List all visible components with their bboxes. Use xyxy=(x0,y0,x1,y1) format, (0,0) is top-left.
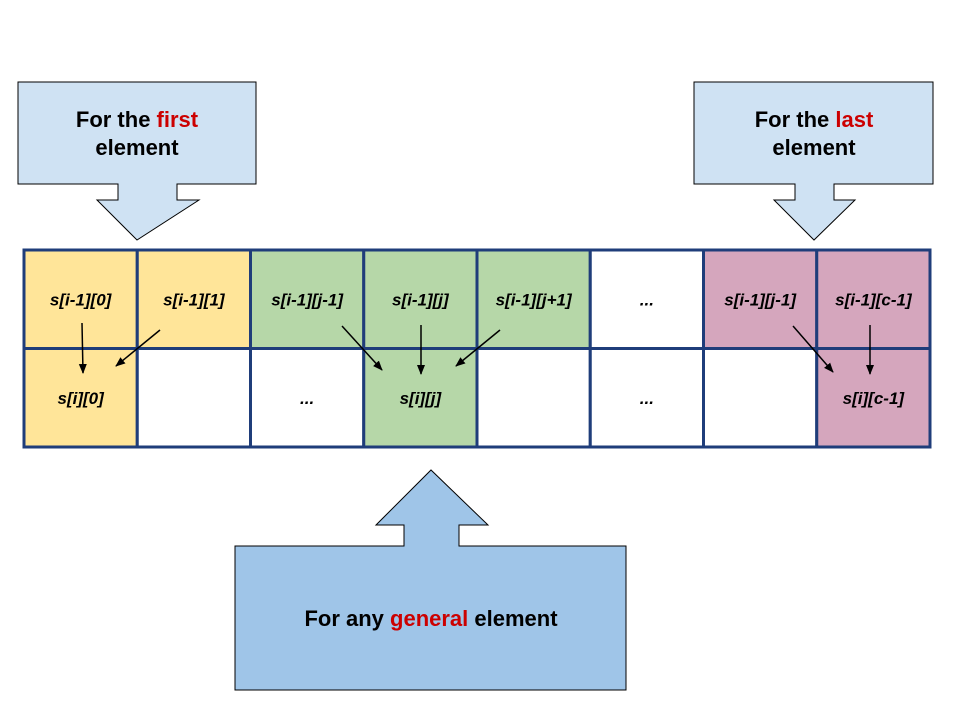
grid-cell-bg xyxy=(815,347,932,449)
arrow-first-up xyxy=(78,322,87,374)
grid-cell-bg xyxy=(702,347,819,449)
grid-cell-bg xyxy=(22,248,139,350)
grid-cell xyxy=(135,347,252,449)
grid-cell: ... xyxy=(588,347,705,449)
grid-cell: s[i-1][1] xyxy=(135,248,252,350)
grid-cell: s[i-1][j-1] xyxy=(249,248,366,350)
callout-first-element: For the first element xyxy=(17,81,257,241)
callout-first-highlight: first xyxy=(157,107,199,132)
callout-last-shape xyxy=(693,81,934,241)
arrow-general-right xyxy=(455,329,501,367)
grid-cell-bg xyxy=(475,248,592,350)
grid-cell-bg xyxy=(249,347,366,449)
grid-cell-label: s[i][c-1] xyxy=(843,389,906,408)
grid-cell: ... xyxy=(588,248,705,350)
grid-cell-label: s[i-1][j+1] xyxy=(496,290,573,309)
callout-general-shape xyxy=(234,469,627,691)
callout-first-line2: element xyxy=(95,135,179,160)
grid-cell-label: s[i-1][c-1] xyxy=(835,290,913,309)
grid-cell-label: s[i-1][j-1] xyxy=(724,290,797,309)
grid-cell xyxy=(702,347,819,449)
grid-cell: s[i-1][0] xyxy=(22,248,139,350)
grid-cell-bg xyxy=(135,347,252,449)
grid-cell xyxy=(475,347,592,449)
callout-last-line2: element xyxy=(772,135,856,160)
callout-first-shape xyxy=(17,81,257,241)
callout-first-line1: For the first xyxy=(76,107,199,132)
grid-cell-label: ... xyxy=(640,290,654,309)
grid-cell-bg xyxy=(588,347,705,449)
callout-last-line1: For the last xyxy=(755,107,874,132)
arrow-last-diag xyxy=(792,325,834,373)
grid-cell: s[i-1][j+1] xyxy=(475,248,592,350)
grid-cell-label: ... xyxy=(300,389,314,408)
arrow-general-left xyxy=(341,325,383,371)
callout-general-text: For any general element xyxy=(304,606,558,631)
callout-last-highlight: last xyxy=(835,107,874,132)
grid-cell-label: s[i][j] xyxy=(400,389,443,408)
arrow-first-diag xyxy=(115,329,161,367)
grid-cell-bg xyxy=(475,347,592,449)
grid-cell-label: s[i][0] xyxy=(57,389,105,408)
grid-cell: s[i-1][c-1] xyxy=(815,248,932,350)
grid-cell-bg xyxy=(249,248,366,350)
callout-general-highlight: general xyxy=(390,606,468,631)
grid-cell-label: s[i-1][j-1] xyxy=(271,290,344,309)
callout-general-element: For any general element xyxy=(234,469,627,691)
grid-cell-label: s[i-1][1] xyxy=(163,290,226,309)
grid-cell: s[i][c-1] xyxy=(815,347,932,449)
dependency-arrows xyxy=(78,322,874,375)
grid-cell: ... xyxy=(249,347,366,449)
grid-cell-label: ... xyxy=(640,389,654,408)
callout-last-element: For the last element xyxy=(693,81,934,241)
grid-cell-bg xyxy=(815,248,932,350)
grid-cell-label: s[i-1][0] xyxy=(50,290,113,309)
grid-cell-label: s[i-1][j] xyxy=(392,290,450,309)
